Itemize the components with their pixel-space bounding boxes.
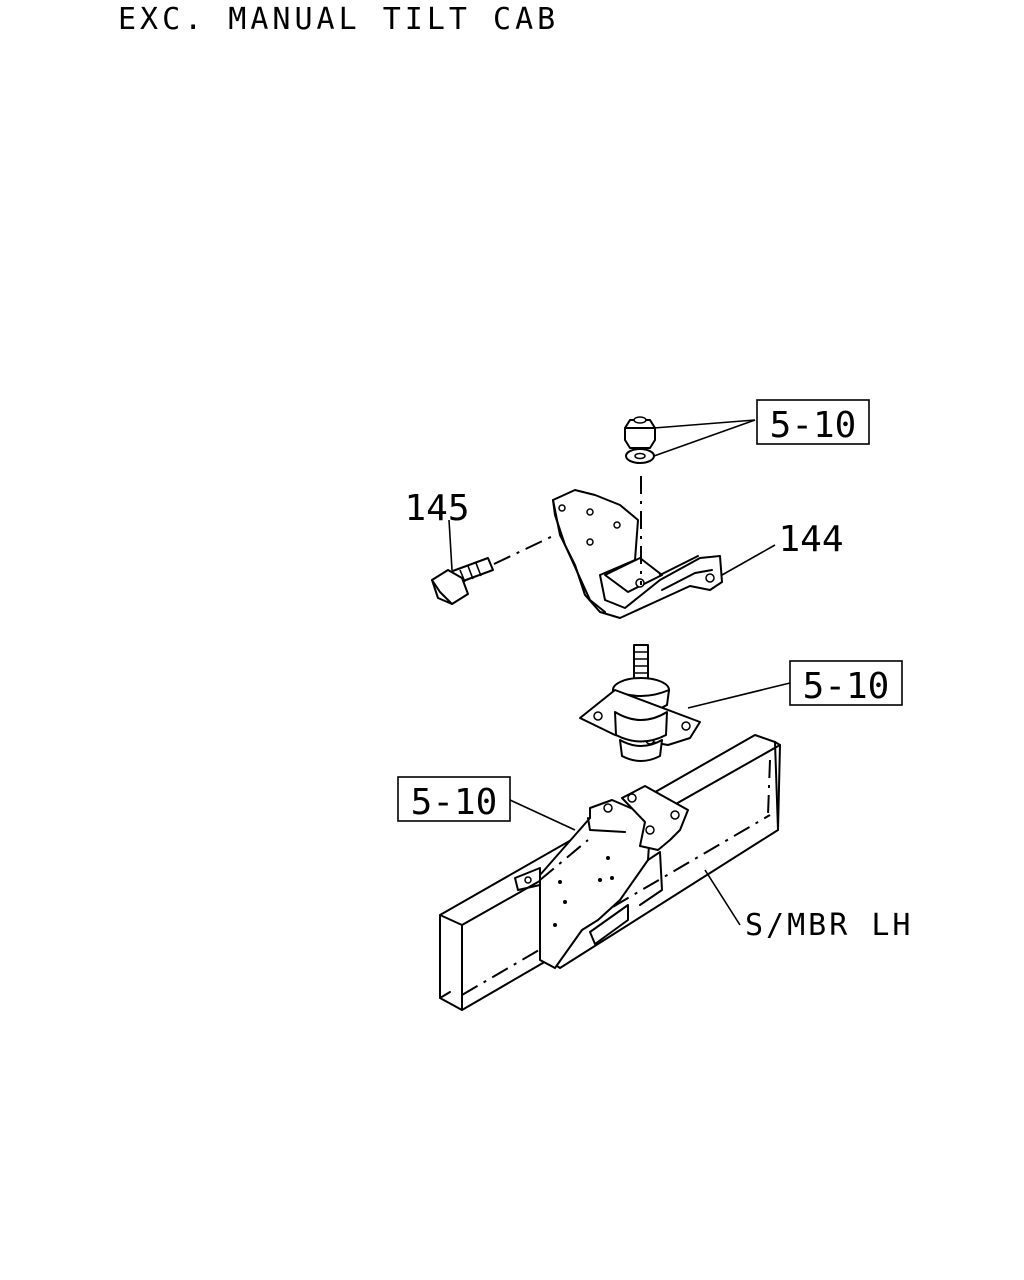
nut-and-washer <box>624 416 656 464</box>
callout-label: 5-10 <box>411 782 498 823</box>
callout-mount[interactable]: 5-10 <box>789 660 903 707</box>
page-title: EXC. MANUAL TILT CAB <box>118 2 560 37</box>
cab-bracket-144 <box>552 489 723 619</box>
part-number-144[interactable]: 144 <box>778 519 843 560</box>
leader-lines <box>448 419 791 926</box>
part-number-145[interactable]: 145 <box>404 488 469 529</box>
frame-label: S/MBR LH <box>745 908 914 943</box>
bolt-centerline <box>493 534 556 565</box>
bolt-145 <box>431 557 494 605</box>
callout-nut-washer[interactable]: 5-10 <box>756 399 870 446</box>
frame-bracket <box>514 785 689 969</box>
rubber-mount <box>579 644 701 762</box>
callout-bracket[interactable]: 5-10 <box>397 776 511 823</box>
callout-label: 5-10 <box>770 405 857 446</box>
callout-label: 5-10 <box>803 666 890 707</box>
